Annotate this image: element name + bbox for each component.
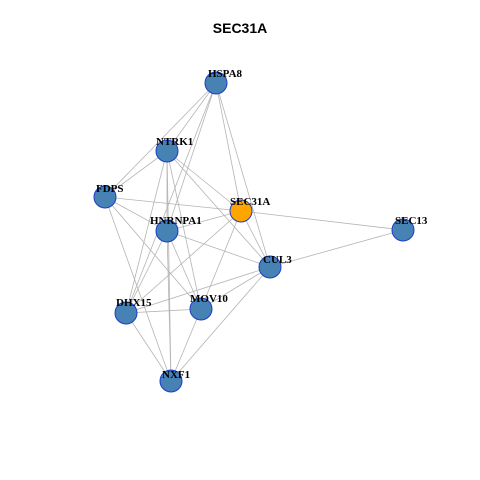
node-label-fdps: FDPS — [96, 183, 124, 195]
edge-hnrnpa1-nxf1 — [166, 230, 172, 382]
edge-ntrk1-fdps — [104, 150, 168, 198]
edge-hspa8-fdps — [104, 82, 217, 198]
node-label-sec31a: SEC31A — [230, 196, 270, 208]
edge-hnrnpa1-mov10 — [166, 230, 202, 310]
node-sec13[interactable]: SEC13 — [391, 215, 428, 242]
edge-sec13-cul3 — [269, 229, 404, 268]
edge-cul3-dhx15 — [125, 266, 271, 314]
node-label-dhx15: DHX15 — [116, 297, 152, 309]
node-label-ntrk1: NTRK1 — [156, 136, 193, 148]
edge-ntrk1-sec31a — [166, 150, 242, 212]
node-label-hspa8: HSPA8 — [208, 68, 243, 80]
node-circle-nxf1[interactable] — [159, 369, 183, 393]
node-circle-mov10[interactable] — [189, 297, 213, 321]
edges-layer — [104, 82, 404, 382]
node-sec31a[interactable]: SEC31A — [229, 196, 270, 223]
node-circle-dhx15[interactable] — [114, 301, 138, 325]
node-circle-ntrk1[interactable] — [155, 139, 179, 163]
edge-hspa8-ntrk1 — [166, 82, 217, 152]
edge-hspa8-dhx15 — [125, 82, 217, 314]
edge-ntrk1-mov10 — [166, 150, 202, 310]
node-circle-sec13[interactable] — [391, 218, 415, 242]
edge-fdps-sec31a — [104, 196, 242, 212]
node-label-cul3: CUL3 — [263, 254, 292, 266]
node-mov10[interactable]: MOV10 — [189, 293, 228, 321]
edge-cul3-mov10 — [200, 266, 271, 310]
node-label-sec13: SEC13 — [395, 215, 428, 227]
edge-hnrnpa1-dhx15 — [125, 230, 168, 314]
edge-sec31a-hnrnpa1 — [166, 210, 242, 232]
node-label-nxf1: NXF1 — [162, 369, 190, 381]
node-circle-sec31a[interactable] — [229, 199, 253, 223]
edge-fdps-mov10 — [104, 196, 202, 310]
edge-sec31a-mov10 — [200, 210, 242, 310]
node-ntrk1[interactable]: NTRK1 — [155, 136, 193, 163]
edge-hspa8-cul3 — [215, 82, 271, 268]
edge-hspa8-hnrnpa1 — [166, 82, 217, 232]
edge-sec31a-dhx15 — [125, 210, 242, 314]
node-fdps[interactable]: FDPS — [93, 183, 124, 209]
node-label-hnrnpa1: HNRNPA1 — [150, 215, 202, 227]
edge-hspa8-sec31a — [215, 82, 242, 212]
edge-hnrnpa1-cul3 — [166, 230, 271, 268]
node-circle-hnrnpa1[interactable] — [155, 219, 179, 243]
edge-dhx15-nxf1 — [125, 312, 172, 382]
node-hspa8[interactable]: HSPA8 — [204, 68, 243, 95]
edge-fdps-hnrnpa1 — [104, 196, 168, 232]
edge-sec31a-sec13 — [240, 210, 404, 231]
edge-cul3-nxf1 — [170, 266, 271, 382]
node-circle-hspa8[interactable] — [204, 71, 228, 95]
node-nxf1[interactable]: NXF1 — [159, 369, 190, 393]
node-circle-fdps[interactable] — [93, 185, 117, 209]
node-dhx15[interactable]: DHX15 — [114, 297, 152, 325]
edge-mov10-nxf1 — [170, 308, 202, 382]
graph-title: SEC31A — [212, 20, 268, 36]
node-hnrnpa1[interactable]: HNRNPA1 — [150, 215, 202, 243]
edge-ntrk1-dhx15 — [125, 150, 168, 314]
edge-dhx15-mov10 — [125, 308, 202, 314]
node-cul3[interactable]: CUL3 — [258, 254, 292, 279]
node-label-mov10: MOV10 — [190, 293, 228, 305]
node-circle-cul3[interactable] — [258, 255, 282, 279]
